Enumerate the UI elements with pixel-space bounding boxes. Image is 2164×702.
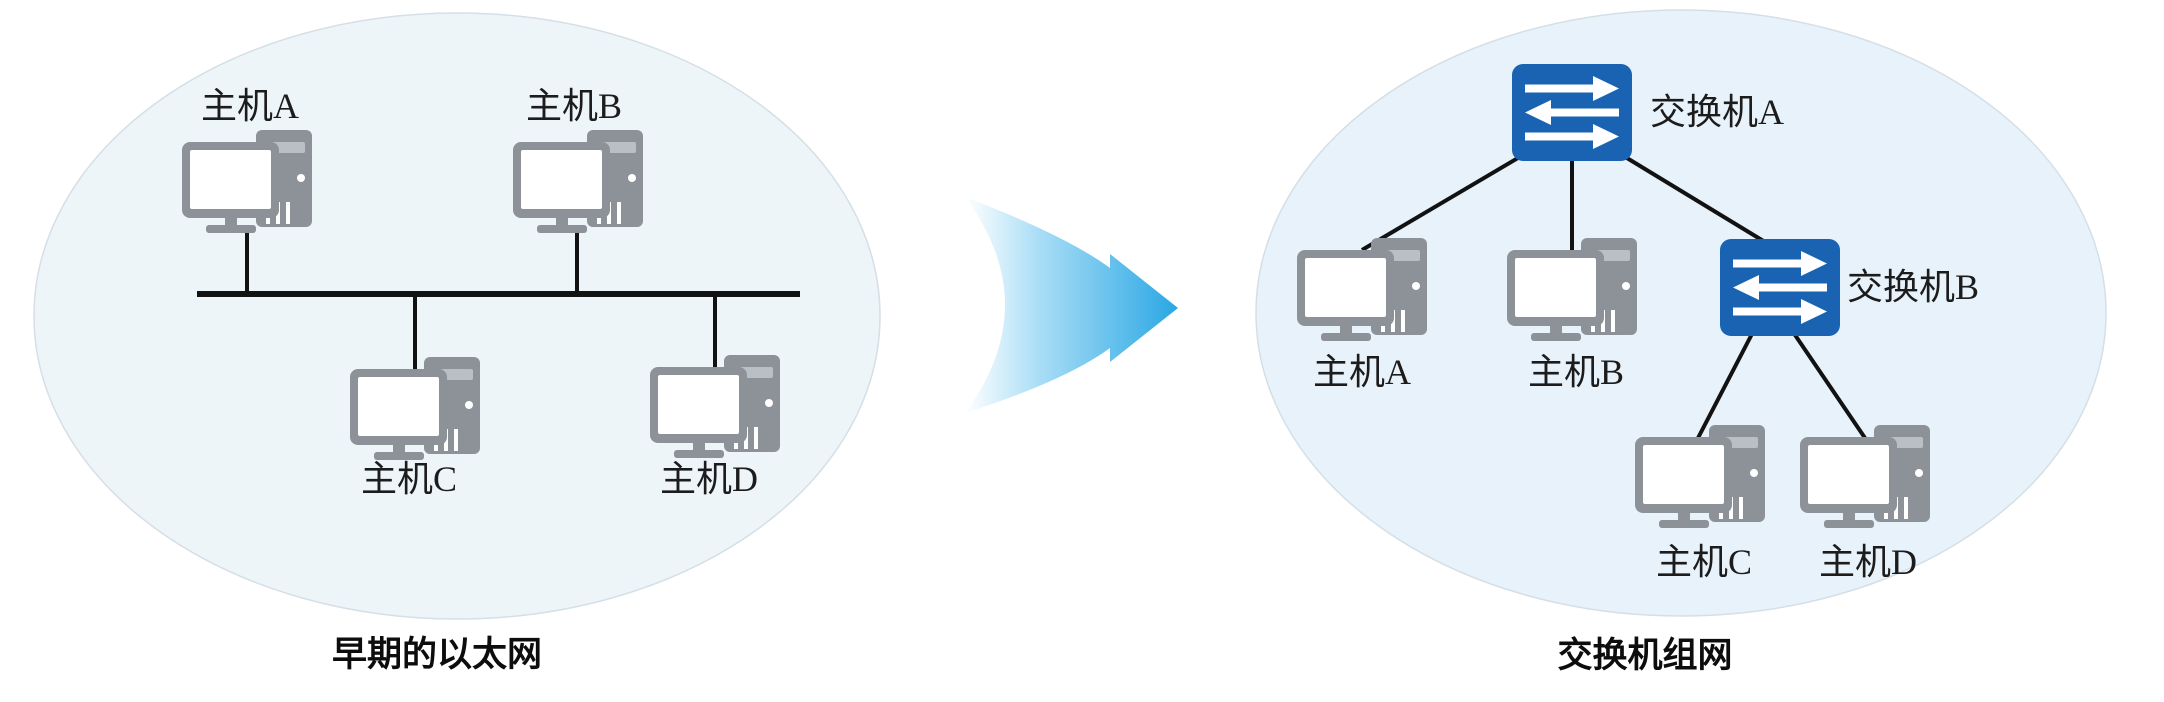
right-host-c-label: 主机C xyxy=(1655,542,1753,582)
pc-power-button xyxy=(628,174,636,182)
pc-drive-slot xyxy=(1883,437,1923,448)
pc-base xyxy=(1531,333,1581,341)
pc-stand xyxy=(556,218,568,226)
right-host-b-computer-icon xyxy=(1507,238,1637,342)
left-host-a-computer-icon xyxy=(182,130,312,234)
switch-a-icon xyxy=(1512,64,1632,161)
pc-screen xyxy=(658,375,739,434)
link-switchb-hostd xyxy=(1791,330,1867,440)
pc-drive-slot xyxy=(1590,250,1630,261)
switch-arrows-icon xyxy=(1525,76,1619,149)
pc-stand xyxy=(1678,513,1690,521)
pc-screen xyxy=(1305,258,1386,317)
pc-screen xyxy=(190,150,271,209)
pc-base xyxy=(537,225,587,233)
pc-drive-slot xyxy=(596,142,636,153)
switch-b-icon xyxy=(1720,239,1840,336)
left-host-b-label: 主机B xyxy=(525,86,623,126)
pc-stand xyxy=(1550,326,1562,334)
pc-screen xyxy=(1643,445,1724,504)
pc-drive-slot xyxy=(433,369,473,380)
left-host-d-label: 主机D xyxy=(660,459,758,499)
pc-screen xyxy=(1808,445,1889,504)
pc-power-button xyxy=(1750,469,1758,477)
right-host-a-label: 主机A xyxy=(1313,352,1411,392)
pc-power-button xyxy=(297,174,305,182)
pc-screen xyxy=(521,150,602,209)
right-host-b-label: 主机B xyxy=(1527,352,1625,392)
pc-screen xyxy=(358,377,439,436)
pc-power-button xyxy=(1412,282,1420,290)
right-host-a-computer-icon xyxy=(1297,238,1427,342)
left-host-b-computer-icon xyxy=(513,130,643,234)
left-caption: 早期的以太网 xyxy=(331,635,543,674)
pc-base xyxy=(1659,520,1709,528)
pc-stand xyxy=(225,218,237,226)
left-host-c-computer-icon xyxy=(350,357,480,461)
link-switchb-hostc xyxy=(1696,331,1755,439)
switch-a-label: 交换机A xyxy=(1650,92,1784,132)
pc-power-button xyxy=(465,401,473,409)
switch-arrows-icon xyxy=(1733,251,1827,324)
right-host-d-label: 主机D xyxy=(1819,542,1917,582)
pc-stand xyxy=(393,445,405,453)
left-host-c-label: 主机C xyxy=(360,459,458,499)
pc-stand xyxy=(1340,326,1352,334)
pc-stand xyxy=(693,443,705,451)
pc-screen xyxy=(1515,258,1596,317)
pc-drive-slot xyxy=(265,142,305,153)
left-host-a-label: 主机A xyxy=(201,86,299,126)
pc-base xyxy=(374,452,424,460)
link-switcha-hosta xyxy=(1360,150,1530,252)
pc-base xyxy=(1824,520,1874,528)
right-host-c-computer-icon xyxy=(1635,425,1765,529)
left-host-d-computer-icon xyxy=(650,355,780,459)
pc-base xyxy=(206,225,256,233)
pc-drive-slot xyxy=(1718,437,1758,448)
right-host-d-computer-icon xyxy=(1800,425,1930,529)
transform-arrow xyxy=(965,197,1178,413)
right-caption: 交换机组网 xyxy=(1557,636,1733,675)
pc-drive-slot xyxy=(1380,250,1420,261)
pc-power-button xyxy=(1622,282,1630,290)
pc-power-button xyxy=(765,399,773,407)
switch-b-label: 交换机B xyxy=(1847,267,1980,307)
pc-base xyxy=(674,450,724,458)
link-switcha-switchb xyxy=(1620,153,1772,247)
pc-power-button xyxy=(1915,469,1923,477)
bubble-early-ethernet xyxy=(33,12,881,620)
pc-base xyxy=(1321,333,1371,341)
pc-drive-slot xyxy=(733,367,773,378)
pc-stand xyxy=(1843,513,1855,521)
